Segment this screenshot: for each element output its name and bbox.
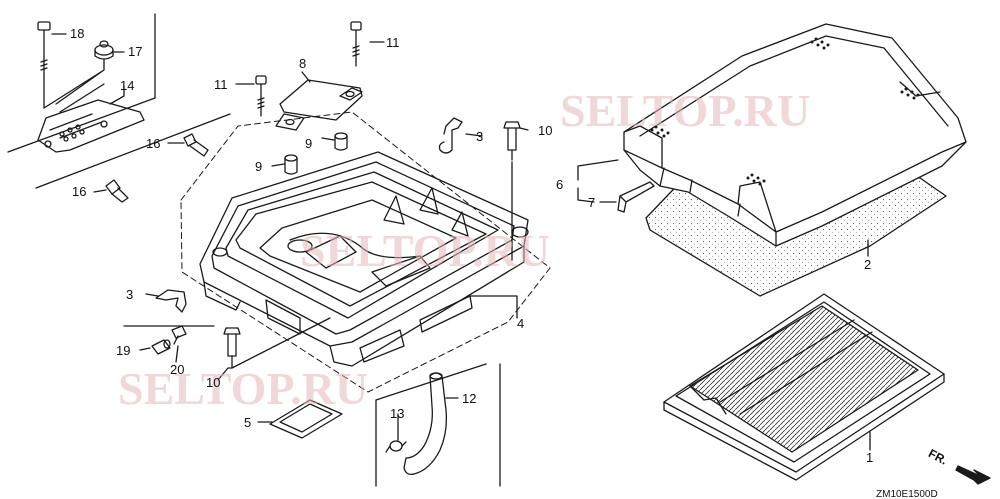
callout-18: 18 bbox=[70, 26, 84, 41]
bracket-14 bbox=[37, 99, 145, 153]
callout-2: 2 bbox=[864, 257, 871, 272]
air-cleaner-cover-6 bbox=[623, 23, 967, 247]
plate-8 bbox=[275, 79, 363, 131]
callout-10-right: 10 bbox=[538, 123, 552, 138]
callout-19: 19 bbox=[116, 343, 130, 358]
callout-7: 7 bbox=[588, 195, 595, 210]
callout-14: 14 bbox=[120, 78, 134, 93]
bolt-16-lower bbox=[105, 179, 129, 203]
watermark-bottom: SELTOP.RU bbox=[118, 363, 368, 414]
callout-13: 13 bbox=[390, 406, 404, 421]
clip-3-upper bbox=[438, 117, 463, 154]
callout-9-lower: 9 bbox=[255, 159, 262, 174]
fitting-20 bbox=[171, 325, 187, 345]
watermark-middle: SELTOP.RU bbox=[300, 225, 550, 276]
bolt-11-left bbox=[255, 75, 267, 117]
gasket-5 bbox=[269, 399, 343, 439]
callout-11-left: 11 bbox=[214, 77, 228, 92]
bolt-10-left bbox=[223, 327, 241, 369]
bolt-11-right bbox=[350, 21, 362, 67]
bolt-18 bbox=[37, 21, 51, 79]
diagram-code: ZM10E1500D bbox=[876, 489, 938, 499]
callout-3-upper: 3 bbox=[476, 129, 483, 144]
callout-3-lower: 3 bbox=[126, 287, 133, 302]
callout-5: 5 bbox=[244, 415, 251, 430]
callout-1: 1 bbox=[866, 450, 873, 465]
clamp-13 bbox=[385, 440, 407, 453]
callout-16-upper: 16 bbox=[146, 136, 160, 151]
air-cleaner-case-4 bbox=[199, 151, 529, 367]
collar-9-upper bbox=[334, 132, 348, 151]
callout-9-upper: 9 bbox=[305, 136, 312, 151]
clip-3-lower bbox=[155, 289, 187, 313]
front-direction-arrow bbox=[955, 465, 991, 485]
bolt-16-upper bbox=[183, 133, 209, 157]
callout-20: 20 bbox=[170, 362, 184, 377]
callout-17: 17 bbox=[128, 44, 142, 59]
bracket-group bbox=[7, 13, 231, 203]
tube-12 bbox=[403, 372, 448, 476]
callout-11-right: 11 bbox=[386, 35, 400, 50]
callout-10-left: 10 bbox=[206, 375, 220, 390]
callout-6: 6 bbox=[556, 177, 563, 192]
filter-element-1 bbox=[663, 293, 945, 481]
cap-19 bbox=[151, 339, 171, 355]
nut-17 bbox=[94, 40, 114, 60]
callout-8: 8 bbox=[299, 56, 306, 71]
collar-9-lower bbox=[284, 154, 298, 175]
bolt-10-right bbox=[503, 121, 521, 161]
seal-7 bbox=[617, 181, 655, 213]
callout-16-lower: 16 bbox=[72, 184, 86, 199]
callout-4: 4 bbox=[517, 316, 524, 331]
callout-12: 12 bbox=[462, 391, 476, 406]
watermark-top: SELTOP.RU bbox=[560, 85, 810, 136]
front-direction-label: FR. bbox=[926, 446, 950, 467]
